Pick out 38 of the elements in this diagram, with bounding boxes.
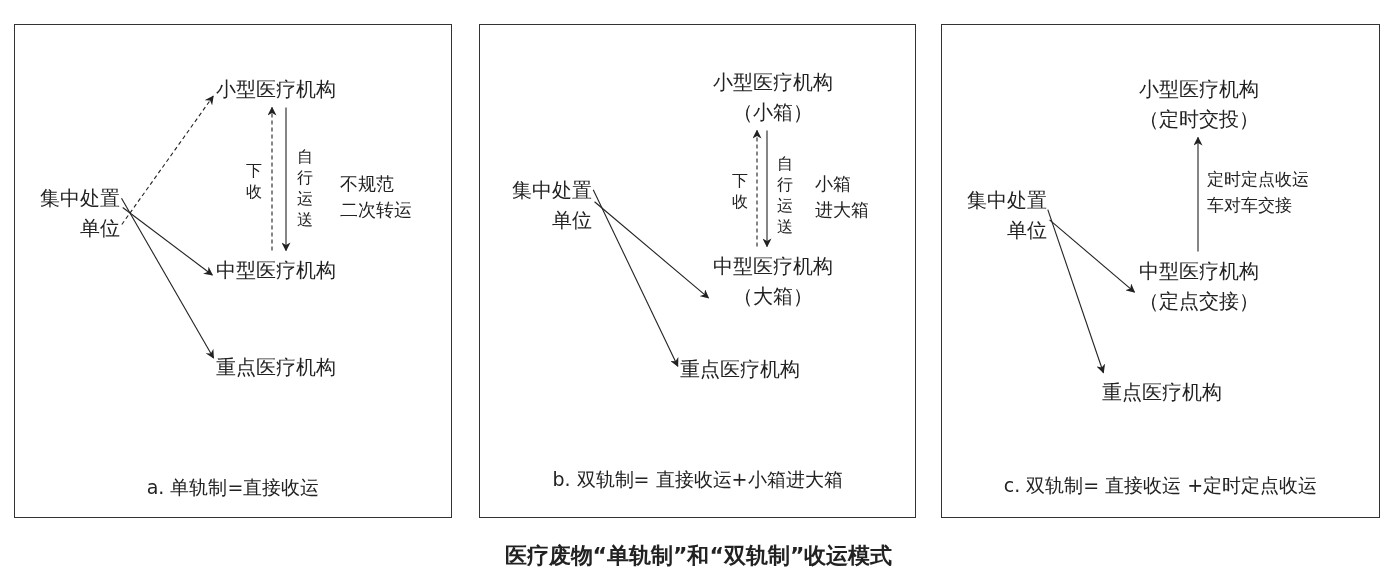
facility-label: 中型医疗机构	[215, 254, 338, 285]
edge-label: 下收	[246, 160, 263, 202]
edge-label: 下收	[732, 170, 749, 212]
facility-label: 中型医疗机构（大箱）	[711, 250, 834, 311]
edge-label: 自行运送	[777, 153, 794, 237]
arrow	[281, 106, 291, 252]
panel-caption: a. 单轨制=直接收运	[145, 474, 321, 500]
arrow	[594, 201, 710, 299]
figure-caption: 医疗废物“单轨制”和“双轨制”收运模式	[503, 542, 894, 570]
facility-label: 重点医疗机构	[1101, 376, 1224, 407]
panel-frame	[941, 24, 1380, 518]
disposal-unit-label: 集中处置单位	[964, 184, 1047, 245]
arrow	[592, 189, 679, 368]
dashed-arrow	[121, 95, 214, 226]
facility-label: 重点医疗机构	[679, 353, 802, 384]
edge-label: 自行运送	[297, 146, 314, 230]
arrow	[120, 197, 215, 359]
note-label: 不规范二次转运	[340, 172, 412, 222]
arrow	[122, 206, 213, 276]
panel-frame	[479, 24, 916, 518]
arrow	[1049, 219, 1136, 293]
note-label: 小箱进大箱	[815, 172, 869, 222]
facility-label: 小型医疗机构	[215, 73, 338, 104]
panel-caption: c. 双轨制= 直接收运 +定时定点收运	[1002, 472, 1319, 498]
facility-label: 中型医疗机构（定点交接）	[1137, 255, 1260, 316]
dashed-arrow	[752, 129, 762, 248]
arrow	[1193, 136, 1203, 253]
disposal-unit-label: 集中处置单位	[37, 182, 120, 243]
dashed-arrow	[267, 106, 277, 252]
edge-label: 定时定点收运车对车交接	[1207, 168, 1310, 217]
disposal-unit-label: 集中处置单位	[509, 174, 592, 235]
arrow	[762, 129, 772, 248]
facility-label: 小型医疗机构（小箱）	[711, 66, 834, 127]
arrow	[1047, 209, 1106, 374]
panel-frame	[14, 24, 452, 518]
panel-caption: b. 双轨制= 直接收运+小箱进大箱	[551, 466, 844, 492]
facility-label: 重点医疗机构	[215, 351, 338, 382]
facility-label: 小型医疗机构（定时交投）	[1137, 73, 1260, 134]
